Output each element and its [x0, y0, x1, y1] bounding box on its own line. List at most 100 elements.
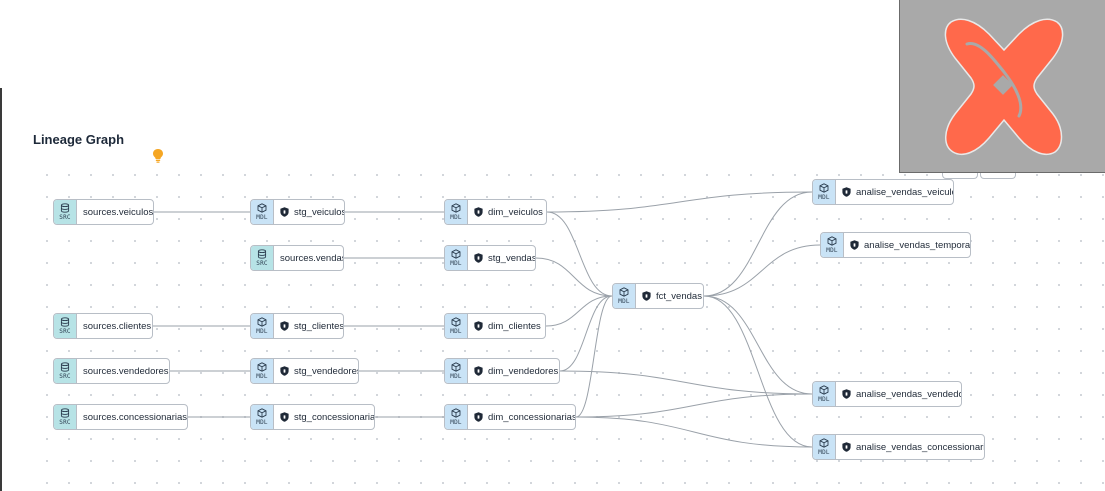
cube-icon	[451, 362, 461, 372]
lineage-node-analise-vendas-vendedor[interactable]: MDL analise_vendas_vendedor	[812, 381, 962, 407]
lightbulb-icon[interactable]	[152, 148, 164, 164]
lineage-node-sources-vendedores[interactable]: SRC sources.vendedores	[53, 358, 170, 384]
lineage-node-sources-veiculos[interactable]: SRC sources.veiculos	[53, 199, 154, 225]
source-badge: SRC	[54, 359, 77, 383]
node-label-text: sources.vendas	[280, 252, 344, 264]
node-label-text: stg_veiculos	[294, 206, 345, 218]
cube-icon	[819, 183, 829, 193]
shield-icon	[280, 366, 289, 376]
database-icon	[257, 249, 267, 259]
left-border	[0, 88, 2, 491]
badge-label: MDL	[450, 328, 462, 335]
cube-icon	[819, 438, 829, 448]
node-label: stg_vendas	[468, 246, 536, 270]
model-badge: MDL	[251, 359, 274, 383]
node-label-text: stg_clientes	[294, 320, 344, 332]
lineage-node-stg-clientes[interactable]: MDL stg_clientes	[250, 313, 344, 339]
node-label-text: sources.veiculos	[83, 206, 154, 218]
lineage-node-stg-vendas[interactable]: MDL stg_vendas	[444, 245, 536, 271]
badge-label: MDL	[450, 260, 462, 267]
source-badge: SRC	[54, 200, 77, 224]
lineage-node-dim-vendedores[interactable]: MDL dim_vendedores	[444, 358, 560, 384]
node-label: analise_vendas_concessionaria	[836, 435, 985, 459]
dbt-logo-mark	[944, 18, 1064, 156]
node-label: stg_veiculos	[274, 200, 345, 224]
lineage-node-stg-vendedores[interactable]: MDL stg_vendedores	[250, 358, 359, 384]
lineage-node-dim-concessionarias[interactable]: MDL dim_concessionarias	[444, 404, 576, 430]
database-icon	[60, 408, 70, 418]
page-title: Lineage Graph	[33, 132, 125, 147]
node-label-text: analise_vendas_temporal	[864, 239, 971, 251]
badge-label: MDL	[818, 449, 830, 456]
cube-icon	[257, 408, 267, 418]
source-badge: SRC	[54, 405, 77, 429]
badge-label: SRC	[256, 260, 268, 267]
node-label-text: fct_vendas	[656, 290, 702, 302]
node-label-text: dim_concessionarias	[488, 411, 576, 423]
cube-icon	[819, 385, 829, 395]
database-icon	[60, 362, 70, 372]
lineage-node-analise-vendas-veiculo[interactable]: MDL analise_vendas_veiculo	[812, 179, 954, 205]
model-badge: MDL	[821, 233, 844, 257]
node-label: analise_vendas_vendedor	[836, 382, 962, 406]
node-label-text: sources.clientes	[83, 320, 152, 332]
badge-label: SRC	[59, 373, 71, 380]
node-label: sources.vendas	[274, 246, 344, 270]
lineage-node-fct-vendas[interactable]: MDL fct_vendas	[612, 283, 704, 309]
lineage-node-dim-veiculos[interactable]: MDL dim_veiculos	[444, 199, 547, 225]
badge-label: MDL	[256, 373, 268, 380]
shield-icon	[850, 240, 859, 250]
node-label-text: dim_veiculos	[488, 206, 543, 218]
cube-icon	[827, 236, 837, 246]
node-label-text: analise_vendas_vendedor	[856, 388, 962, 400]
node-label: dim_clientes	[468, 314, 545, 338]
node-label-text: stg_vendas	[488, 252, 536, 264]
node-label: dim_concessionarias	[468, 405, 576, 429]
dbt-logo	[899, 0, 1105, 173]
cube-icon	[619, 287, 629, 297]
badge-label: SRC	[59, 214, 71, 221]
cube-icon	[257, 203, 267, 213]
lineage-node-analise-vendas-concessionaria[interactable]: MDL analise_vendas_concessionaria	[812, 434, 985, 460]
lineage-node-analise-vendas-temporal[interactable]: MDL analise_vendas_temporal	[820, 232, 971, 258]
shield-icon	[474, 253, 483, 263]
cube-icon	[451, 203, 461, 213]
cube-icon	[451, 408, 461, 418]
badge-label: MDL	[256, 328, 268, 335]
lineage-node-dim-clientes[interactable]: MDL dim_clientes	[444, 313, 546, 339]
model-badge: MDL	[613, 284, 636, 308]
model-badge: MDL	[445, 359, 468, 383]
node-label: analise_vendas_temporal	[844, 233, 971, 257]
model-badge: MDL	[445, 246, 468, 270]
node-label-text: analise_vendas_concessionaria	[856, 441, 985, 453]
badge-label: SRC	[59, 328, 71, 335]
badge-label: MDL	[450, 373, 462, 380]
cube-icon	[257, 317, 267, 327]
database-icon	[60, 317, 70, 327]
lineage-node-sources-vendas[interactable]: SRC sources.vendas	[250, 245, 344, 271]
node-label-text: sources.vendedores	[83, 365, 169, 377]
node-label: sources.clientes	[77, 314, 152, 338]
shield-icon	[280, 412, 289, 422]
lineage-node-stg-concessionarias[interactable]: MDL stg_concessionarias	[250, 404, 375, 430]
badge-label: MDL	[450, 214, 462, 221]
badge-label: MDL	[256, 419, 268, 426]
model-badge: MDL	[445, 405, 468, 429]
badge-label: MDL	[450, 419, 462, 426]
model-badge: MDL	[813, 180, 836, 204]
node-label-text: sources.concessionarias	[83, 411, 188, 423]
node-label-text: analise_vendas_veiculo	[856, 186, 954, 198]
node-label: stg_vendedores	[274, 359, 358, 383]
lineage-node-sources-concessionarias[interactable]: SRC sources.concessionarias	[53, 404, 188, 430]
badge-label: MDL	[818, 396, 830, 403]
node-label: sources.vendedores	[77, 359, 169, 383]
lineage-node-sources-clientes[interactable]: SRC sources.clientes	[53, 313, 153, 339]
cube-icon	[257, 362, 267, 372]
shield-icon	[842, 442, 851, 452]
shield-icon	[642, 291, 651, 301]
node-label-text: stg_concessionarias	[294, 411, 375, 423]
node-label: analise_vendas_veiculo	[836, 180, 954, 204]
node-label-text: dim_vendedores	[488, 365, 559, 377]
shield-icon	[474, 366, 483, 376]
